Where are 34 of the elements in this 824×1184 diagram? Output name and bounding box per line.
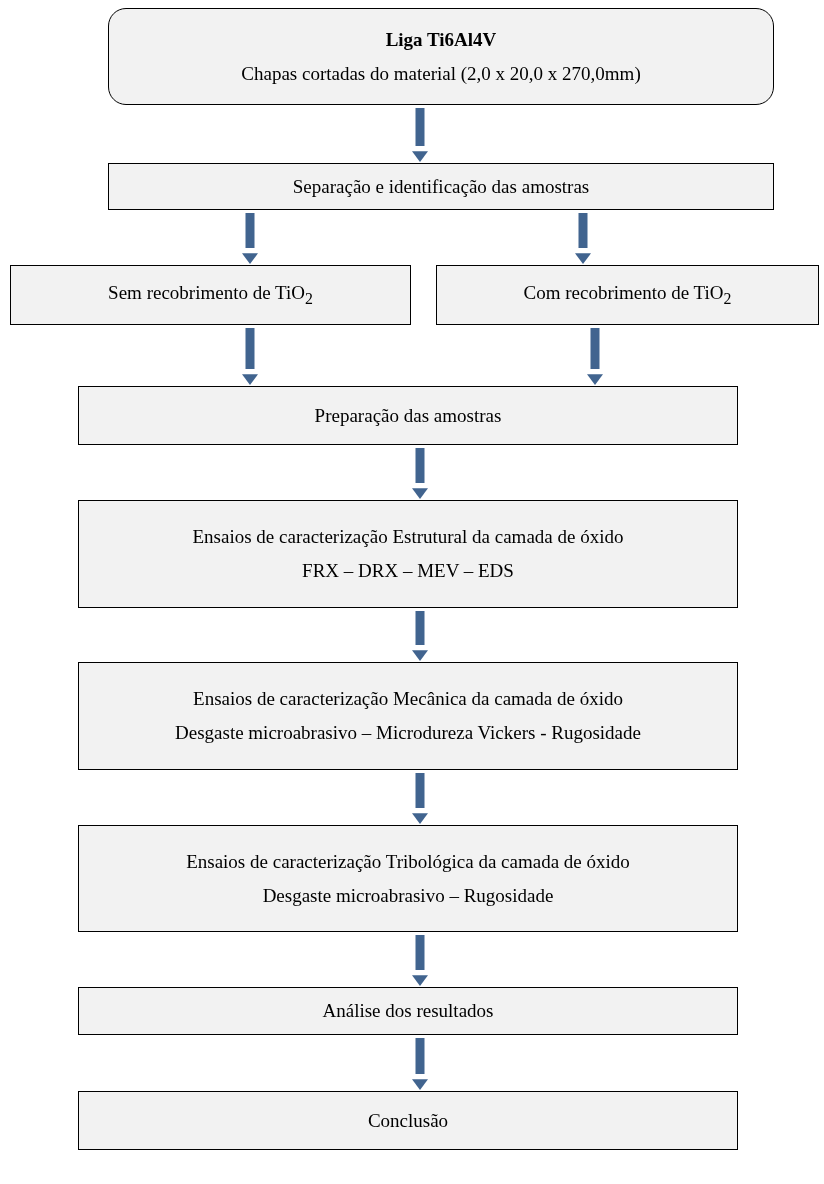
- box-label: Análise dos resultados: [322, 1000, 494, 1022]
- arrow: [412, 108, 428, 162]
- arrow: [412, 773, 428, 824]
- process-box: [10, 265, 411, 325]
- arrow: [575, 213, 591, 264]
- arrow: [412, 448, 428, 499]
- box-label: Preparação das amostras: [314, 404, 502, 427]
- box-label: Desgaste microabrasivo – Microdureza Vickers - Rugosidade: [175, 722, 641, 744]
- process-box: [78, 1091, 738, 1150]
- process-box: [78, 825, 738, 932]
- box-label: Chapas cortadas do material (2,0 x 20,0 x 270,0mm): [241, 62, 641, 85]
- box-label: Ensaios de caracterização Mecânica da camada de óxido: [193, 688, 623, 710]
- box-label: Com recobrimento de TiO$_{2}$: [523, 282, 732, 308]
- box-label: FRX – DRX – MEV – EDS: [302, 560, 514, 582]
- process-box: [108, 8, 774, 105]
- box-label: Sem recobrimento de TiO$_{2}$: [108, 282, 313, 308]
- arrow: [412, 611, 428, 661]
- process-box: [78, 500, 738, 608]
- box-label: Liga Ti6Al4V: [385, 28, 497, 51]
- arrow: [412, 935, 428, 986]
- box-label: Desgaste microabrasivo – Rugosidade: [262, 884, 554, 907]
- process-box: [78, 386, 738, 445]
- process-box: [78, 662, 738, 770]
- box-label: Ensaios de caracterização Estrutural da camada de óxido: [192, 526, 624, 548]
- process-box: [78, 987, 738, 1035]
- arrow: [587, 328, 603, 385]
- arrow: [412, 1038, 428, 1090]
- arrow: [242, 328, 258, 385]
- box-label: Ensaios de caracterização Tribológica da camada de óxido: [186, 850, 630, 873]
- process-box: [436, 265, 819, 325]
- box-label: Conclusão: [367, 1109, 449, 1132]
- process-box: [108, 163, 774, 210]
- arrow: [242, 213, 258, 264]
- box-label: Separação e identificação das amostras: [292, 175, 590, 198]
